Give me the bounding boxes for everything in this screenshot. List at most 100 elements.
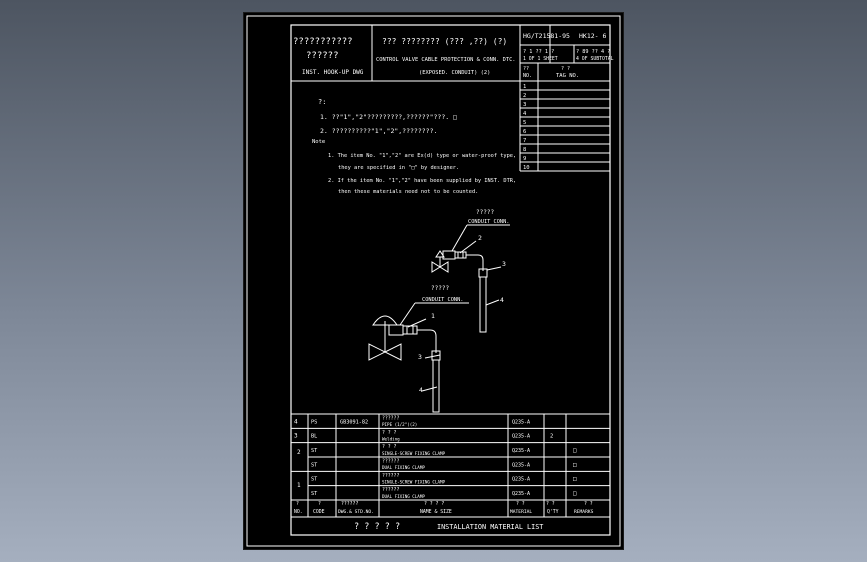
note-1a: 1. The item No. "1","2" are Ex(d) type o… [328,153,516,159]
bom-cell-name-en: DUAL FIXING CLAMP [382,465,425,470]
tag-row-number: 5 [523,120,526,126]
upper-conduit-label: CONDUIT CONN. [468,219,509,225]
lower-conduit-pipe [432,359,440,413]
bom-cell-name-cn: ?????? [382,415,399,421]
lower-leader-label [399,302,416,326]
cad-drawing-viewport[interactable]: ??????????? ?????? INST. HOOK-UP DWG ???… [244,13,623,549]
tag-header-tag: TAG NO. [556,73,579,79]
bom-cell-code: ST [311,448,317,454]
bom-cell-material: Q235-A [512,419,530,425]
bom-cell-remarks: □ [573,490,577,497]
tag-row-number: 3 [523,102,526,108]
title-cn-line2: ?????? [306,51,339,61]
sheet-en: 1 OF 1 SHEET [523,56,558,62]
upper-cn-label: ????? [476,209,494,216]
notes-cn-2: 2. ??????????"1","2",????????. [320,127,437,135]
balloon-1: 1 [431,312,435,320]
balloon-4-upper: 4 [500,296,504,304]
note-1b: they are specified in "□" by designer. [338,165,459,171]
tag-header-cn-no: ?? [523,66,529,72]
tag-row-number: 7 [523,138,526,144]
outer-frame [246,15,621,547]
notes-heading: Note [312,139,325,145]
title-cn-line1: ??????????? [293,37,353,47]
note-2b: then these materials need not to be coun… [338,189,478,195]
bom-h-mat-cn: ? ? [516,501,525,507]
bill-of-materials-table [291,413,610,518]
bom-cell-remarks: □ [573,461,577,468]
tag-row-number: 4 [523,111,527,117]
title-en-left: INST. HOOK-UP DWG [302,69,364,76]
bom-footer-cn: ? ? ? ? ? [354,522,400,532]
bom-cell-code: ST [311,491,317,497]
tag-row-number: 10 [523,165,530,171]
bom-footer-en: INSTALLATION MATERIAL LIST [437,523,543,531]
bom-h-no-cn: ? [296,501,299,507]
bom-cell-code: ST [311,477,317,483]
bom-h-name: NAME & SIZE [420,509,452,515]
upper-control-valve [431,250,467,273]
upper-conduit-pipe [479,276,487,333]
bom-h-no: NO. [294,509,303,515]
bom-h-std: DWG.& STD.NO. [338,509,374,515]
tag-row-number: 8 [523,147,526,153]
bom-h-name-cn: ? ? ? ? [424,501,444,507]
title-block [291,25,610,172]
balloon-3-lower: 3 [418,353,422,361]
bom-merged-item-1: 1 [297,482,301,489]
tag-row-number: 6 [523,129,526,135]
balloon-2: 2 [478,234,482,242]
notes-cn-1: 1. ??"1","2"?????????,??????"???. □ [320,113,457,121]
lower-control-valve [368,315,418,361]
bom-cell-name-en: Welding [382,437,400,442]
balloon-3-upper: 3 [502,260,506,268]
bom-cell-name-en: SINGLE-SCREW FIXING CLAMP [382,480,446,485]
hookup-diagram [368,224,510,413]
bom-h-rem: REMARKS [574,509,594,515]
upper-conduit-bend [466,254,484,271]
bom-cell-code: ST [311,462,317,468]
bom-h-mat: MATERIAL [510,509,532,515]
bom-h-code: CODE [313,509,325,515]
bom-cell-material: Q235-A [512,448,530,454]
bom-cell-name-cn: ? ? ? [382,430,397,436]
lower-cn-label: ????? [431,285,449,292]
inner-frame [290,24,611,536]
title-en-center2: (EXPOSED. CONDUIT) (2) [419,70,490,76]
balloon-4-lower: 4 [419,386,423,394]
bom-cell-item: 3 [294,433,298,440]
title-en-center1: CONTROL VALVE CABLE PROTECTION & CONN. D… [376,57,516,63]
bom-cell-name-cn: ? ? ? [382,444,397,450]
tag-header-cn-tag: ? ? [561,66,570,72]
bom-cell-material: Q235-A [512,491,530,497]
bom-cell-name-cn: ?????? [382,458,399,464]
tag-header-no: NO. [523,73,532,79]
bom-h-qty-cn: ? ? [546,501,555,507]
bom-cell-material: Q235-A [512,462,530,468]
bom-cell-remarks: □ [573,447,577,454]
drawing-number: HG/T21581-95 [523,32,570,40]
bom-cell-remarks: □ [573,476,577,483]
bom-merged-item-2: 2 [297,449,301,456]
title-cn-center: ??? ???????? (??? ,??) (?) [382,37,507,46]
bom-cell-item: 4 [294,418,298,425]
bom-h-rem-cn: ? ? [584,501,593,507]
bom-cell-name-cn: ?????? [382,487,399,493]
bom-cell-material: Q235-A [512,477,530,483]
bom-cell-name-en: SINGLE-SCREW FIXING CLAMP [382,451,446,456]
bom-h-code-cn: ? [318,501,321,507]
bom-cell-code: PS [311,419,317,425]
subtotal-en: 4 OF SUBTOTAL [576,56,614,62]
subtotal-cn: ? 89 ?? 4 ? [576,49,610,55]
bom-cell-name-en: DUAL FIXING CLAMP [382,494,425,499]
notes-cn-heading: ?: [318,98,326,106]
bom-cell-name-en: PIPE (1/2")(2) [382,422,417,427]
bom-cell-std: GB3091-82 [340,419,368,425]
drawing-sheet: ??????????? ?????? INST. HOOK-UP DWG ???… [246,15,621,547]
bom-h-std-cn: ?????? [341,501,358,507]
upper-leader-label [451,224,468,252]
sheet-cn: ? 1 ?? 1 ? [523,49,554,55]
note-2a: 2. If the item No. "1","2" have been sup… [328,178,516,184]
